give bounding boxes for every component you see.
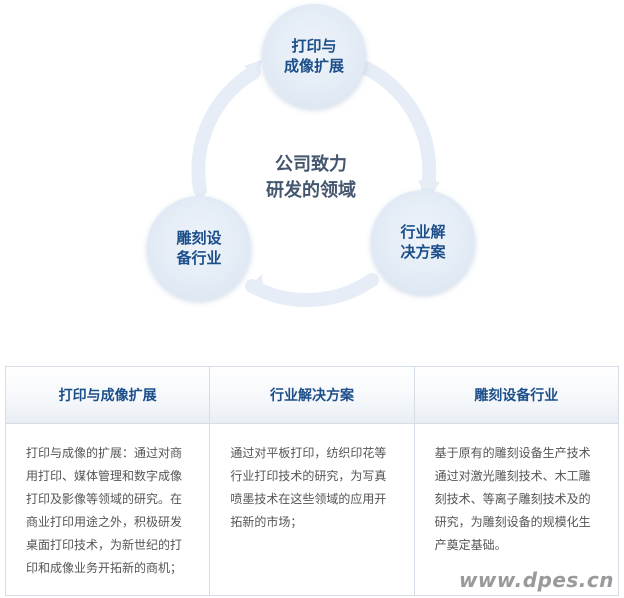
table-column-solutions: 行业解决方案 通过对平板打印，纺织印花等行业打印技术的研究，为写真喷墨技术在这些… [210, 367, 415, 595]
arrow-head-bottom [246, 274, 264, 298]
node-industry-solutions-label: 行业解 决方案 [400, 223, 446, 261]
node-print-imaging: 打印与 成像扩展 [262, 4, 366, 108]
table-header-solutions: 行业解决方案 [210, 367, 414, 424]
node-industry-solutions: 行业解 决方案 [371, 190, 475, 294]
table-body-print: 打印与成像的扩展：通过对商用打印、媒体管理和数字成像打印及影像等领域的研究。在商… [26, 446, 183, 575]
table-body-solutions: 通过对平板打印，纺织印花等行业打印技术的研究，为写真喷墨技术在这些领域的应用开拓… [230, 446, 387, 529]
watermark: www.dpes.cn [458, 568, 614, 592]
node-print-imaging-label: 打印与 成像扩展 [283, 37, 344, 75]
center-label: 公司致力 研发的领域 [266, 154, 356, 201]
arrow-head-left [244, 60, 262, 80]
cycle-ring [191, 60, 440, 308]
table-body-engraving: 基于原有的雕刻设备生产技术通过对激光雕刻技术、木工雕刻技术、等离子雕刻技术及的研… [434, 446, 591, 552]
node-engraving-industry-label: 雕刻设 备行业 [176, 229, 222, 267]
table-header-print: 打印与成像扩展 [6, 367, 210, 424]
ring-arc-bottom [245, 273, 379, 308]
info-table: 打印与成像扩展 打印与成像的扩展：通过对商用打印、媒体管理和数字成像打印及影像等… [5, 366, 619, 596]
ring-arc-top-right [359, 61, 437, 195]
table-header-engraving: 雕刻设备行业 [414, 367, 618, 424]
table-column-print: 打印与成像扩展 打印与成像的扩展：通过对商用打印、媒体管理和数字成像打印及影像等… [6, 367, 211, 595]
ring-arc-left [191, 65, 261, 197]
node-engraving-industry: 雕刻设 备行业 [147, 196, 251, 300]
table-column-engraving: 雕刻设备行业 基于原有的雕刻设备生产技术通过对激光雕刻技术、木工雕刻技术、等离子… [414, 367, 618, 595]
